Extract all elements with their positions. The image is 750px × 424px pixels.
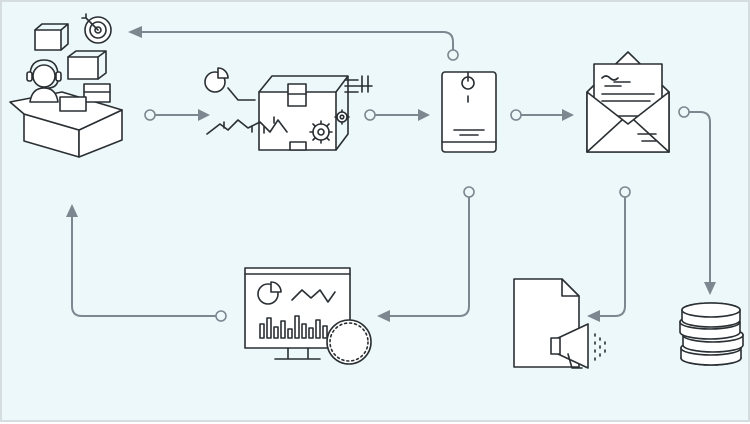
connector-warehouse-to-production (144, 109, 210, 121)
connector-mail-to-promotion (587, 186, 631, 322)
tag-device-icon (441, 71, 497, 153)
connector-mail-to-revenue (678, 106, 716, 295)
document-megaphone-icon (513, 278, 606, 369)
connector-device-to-mail (510, 109, 574, 121)
warehouse-support-icon (9, 13, 123, 158)
connector-device-to-analytics (377, 186, 475, 322)
connector-analytics-to-warehouse (66, 204, 227, 322)
connector-production-to-device (364, 109, 430, 121)
email-envelope-icon (586, 51, 670, 153)
coin-stack-icon (679, 302, 744, 366)
package-production-icon (204, 67, 373, 151)
connector-device-to-warehouse (128, 26, 459, 61)
analytics-monitor-icon (244, 267, 372, 365)
